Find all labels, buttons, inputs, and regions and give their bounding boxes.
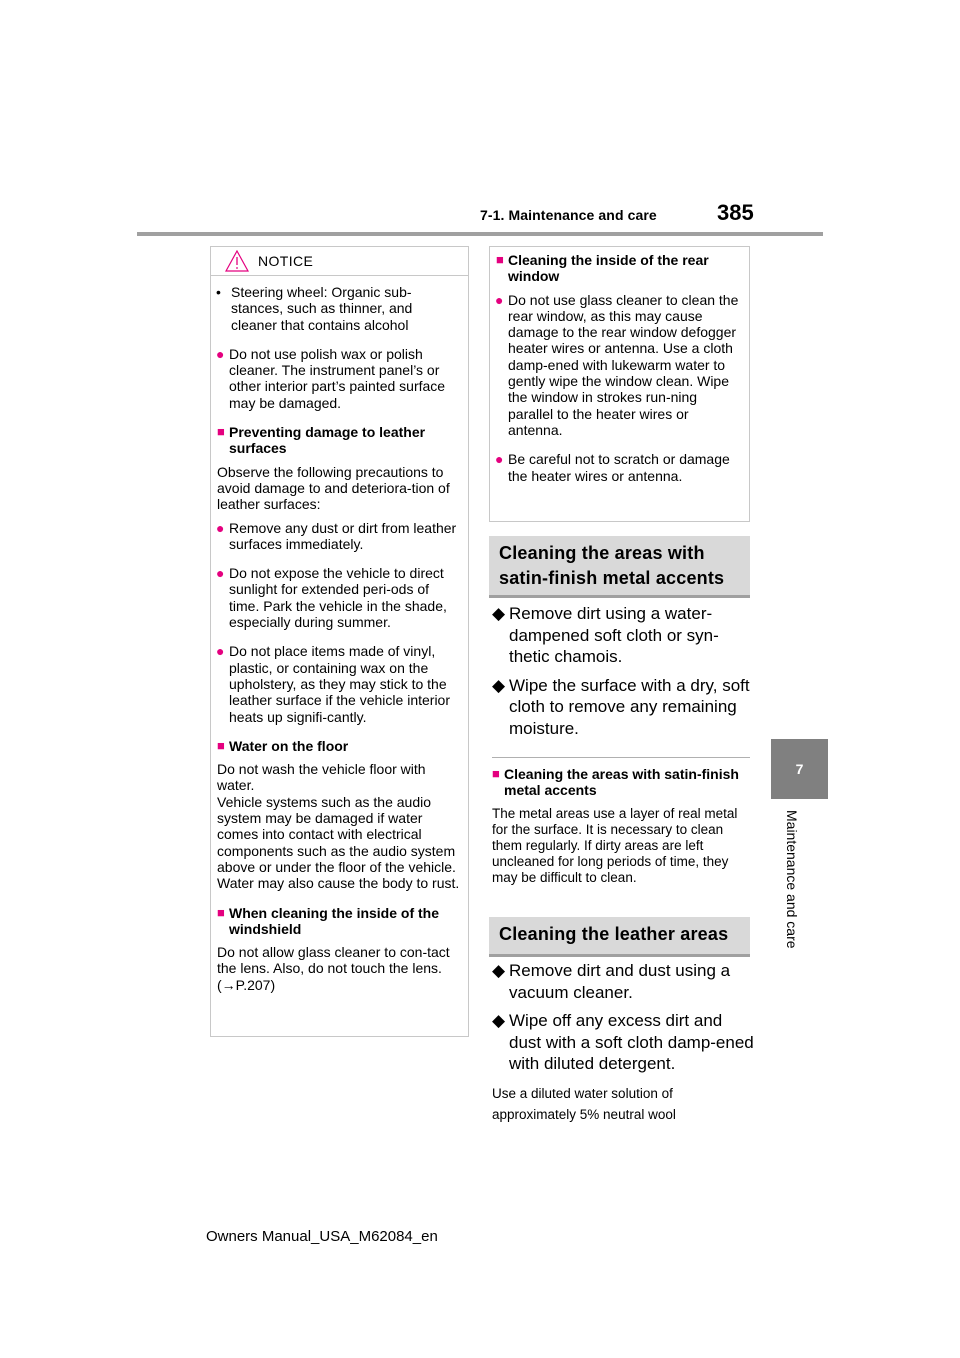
subsection-heading: ■ Cleaning the inside of the rear window xyxy=(496,252,709,285)
floor-text: Do not wash the vehicle floor with water… xyxy=(217,761,426,794)
list-item: ● Do not expose the vehicle to direct su… xyxy=(216,565,447,631)
list-item: ◆ Wipe off any excess dirt and dust with… xyxy=(492,1011,754,1073)
list-item: ● Do not use glass cleaner to clean the … xyxy=(495,291,739,438)
bullet-diamond-icon: ◆ xyxy=(492,961,506,980)
bullet-circle-icon: ● xyxy=(216,643,225,660)
arrow-right-icon: → xyxy=(221,976,236,993)
satin-note: ■ Cleaning the areas with satin-finish m… xyxy=(492,766,750,886)
list-item: ● Do not use polish wax or polish cleane… xyxy=(216,345,446,411)
divider xyxy=(492,757,750,758)
section-heading-satin: Cleaning the areas with satin-finish met… xyxy=(489,536,750,598)
satin-steps: ◆ Remove dirt using a water-dampened sof… xyxy=(492,603,754,746)
section-heading-leather: Cleaning the leather areas xyxy=(489,917,750,957)
satin-note-text: The metal areas use a layer of real meta… xyxy=(492,805,738,885)
steering-note: Steering wheel: Organic sub-stances, suc… xyxy=(231,284,413,333)
page-reference-link[interactable]: P.207) xyxy=(235,976,276,993)
notice-header: NOTICE xyxy=(211,247,468,276)
bullet-square-icon: ■ xyxy=(492,766,500,781)
bullet-square-icon: ■ xyxy=(217,424,225,440)
list-item: ● Do not place items made of vinyl, plas… xyxy=(216,643,450,725)
bullet-circle-icon: ● xyxy=(216,565,225,582)
section-title: 7-1. Maintenance and care xyxy=(480,207,657,223)
subsection-heading: ■ Water on the floor xyxy=(217,737,349,754)
list-item: ◆ Remove dirt and dust using a vacuum cl… xyxy=(492,961,731,1002)
header-divider xyxy=(137,232,823,236)
subsection-heading: ■ When cleaning the inside of the windsh… xyxy=(217,904,440,937)
leather-intro: Observe the following precautions to avo… xyxy=(217,463,450,513)
page-number: 385 xyxy=(717,200,754,225)
leather-steps: ◆ Remove dirt and dust using a vacuum cl… xyxy=(492,960,754,1082)
footer-doc-id: Owners Manual_USA_M62084_en xyxy=(206,1228,438,1245)
leather-note: Use a diluted water solution of approxim… xyxy=(492,1086,676,1122)
notice-box: NOTICE • Steering wheel: Organic sub-sta… xyxy=(210,246,469,1037)
windshield-text: Do not allow glass cleaner to con-tact t… xyxy=(217,944,450,993)
list-item: • Steering wheel: Organic sub-stances, s… xyxy=(216,284,462,333)
bullet-diamond-icon: ◆ xyxy=(492,604,506,623)
bullet-square-icon: ■ xyxy=(217,904,225,920)
bullet-circle-icon: ● xyxy=(495,451,504,468)
bullet-circle-icon: ● xyxy=(216,345,225,362)
subsection-heading: ■ Preventing damage to leather surfaces xyxy=(217,424,426,457)
subsection-heading: ■ Cleaning the areas with satin-finish m… xyxy=(492,766,739,799)
chapter-tab: 7 xyxy=(771,739,828,799)
list-item: ◆ Wipe the surface with a dry, soft clot… xyxy=(492,675,750,738)
list-item: ◆ Remove dirt using a water-dampened sof… xyxy=(492,604,719,666)
bullet-circle-icon: ● xyxy=(216,519,225,536)
bullet-square-icon: ■ xyxy=(496,252,504,267)
bullet-circle-icon: ● xyxy=(495,291,504,308)
list-item: ● Be careful not to scratch or damage th… xyxy=(495,451,730,484)
bullet-square-icon: ■ xyxy=(217,737,225,753)
bullet-diamond-icon: ◆ xyxy=(492,675,506,695)
list-item: ● Remove any dust or dirt from leather s… xyxy=(216,519,457,552)
floor-text-2: Vehicle systems such as the audio system… xyxy=(217,793,460,892)
chapter-tab-label: Maintenance and care xyxy=(784,810,800,949)
bullet-diamond-icon: ◆ xyxy=(492,1011,506,1030)
warning-triangle-icon xyxy=(224,249,250,277)
rear-window-box: ■ Cleaning the inside of the rear window… xyxy=(489,246,750,522)
notice-title: NOTICE xyxy=(258,253,314,269)
